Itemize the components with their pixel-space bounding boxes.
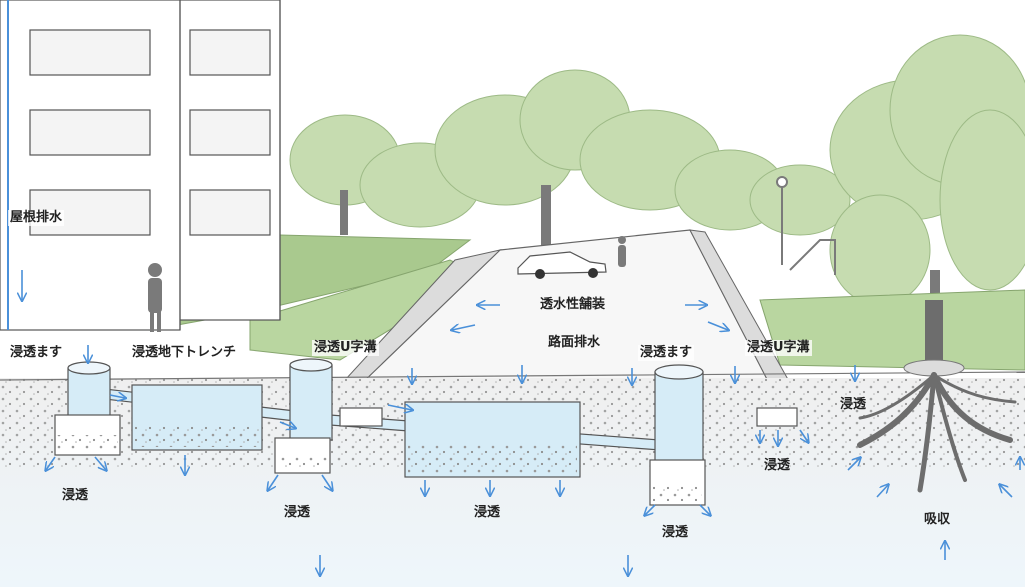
label-road-drainage: 路面排水: [548, 335, 601, 350]
label-infiltration-inlet-right: 浸透ます: [638, 345, 695, 361]
label-infiltration-2: 浸透: [284, 505, 311, 520]
people: [148, 236, 626, 332]
label-infiltration-u-gutter-left: 浸透U字溝: [312, 340, 379, 356]
label-infiltration-trench: 浸透地下トレンチ: [130, 345, 239, 361]
tree-with-roots: [857, 300, 1017, 493]
label-infiltration-4: 浸透: [662, 525, 689, 540]
flow-arrows: [22, 270, 1020, 575]
label-infiltration-inlet-left: 浸透ます: [8, 345, 65, 361]
apartment-building: [0, 0, 281, 331]
label-infiltration-1: 浸透: [62, 488, 89, 503]
car: [517, 251, 607, 279]
label-infiltration-5: 浸透: [764, 458, 791, 473]
background-trees: [289, 34, 1025, 306]
label-infiltration-u-gutter-right: 浸透U字溝: [745, 340, 812, 356]
gravel-fill: [57, 425, 702, 501]
playground-slide: [776, 176, 836, 275]
label-roof-drainage: 屋根排水: [8, 210, 65, 226]
label-permeable-pavement: 透水性舗装: [540, 297, 606, 312]
label-infiltration-6: 浸透: [840, 397, 867, 412]
label-infiltration-3: 浸透: [474, 505, 501, 520]
label-absorption: 吸収: [924, 512, 951, 527]
